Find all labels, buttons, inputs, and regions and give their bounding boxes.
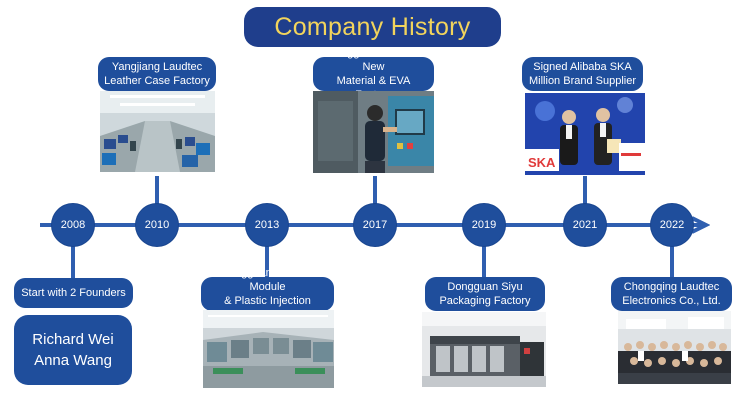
event-label-2021: Signed Alibaba SKA Million Brand Supplie… (522, 57, 643, 91)
year-node-2013: 2013 (246, 204, 288, 246)
event-label-2010: Yangjiang Laudtec Leather Case Factory (98, 57, 216, 91)
photo-injection-factory (203, 310, 334, 388)
photo-packaging-factory (422, 312, 546, 387)
year-node-2022: 2022 (651, 204, 693, 246)
photo-leather-factory (100, 91, 215, 172)
event-label-2017: Dongguan Laudtec New Material & EVA Fact… (313, 47, 434, 101)
founder-name: Richard Wei (32, 331, 114, 348)
year-node-2019: 2019 (463, 204, 505, 246)
stem-2017 (373, 176, 377, 206)
stem-2021 (583, 176, 587, 206)
year-node-2010: 2010 (136, 204, 178, 246)
photo-material-factory (313, 91, 434, 173)
founders-box: Richard Wei Anna Wang (14, 315, 132, 385)
photo-chongqing-team (618, 311, 731, 384)
founder-name: Anna Wang (34, 352, 112, 369)
year-node-2008: 2008 (52, 204, 94, 246)
stem-2013 (265, 246, 269, 277)
stem-2010 (155, 176, 159, 206)
photo-alibaba-ska: SKA (525, 93, 645, 175)
timeline-arrow-icon (691, 216, 710, 234)
event-label-2019: Dongguan Siyu Packaging Factory (425, 277, 545, 311)
event-label-2008: Start with 2 Founders (14, 278, 133, 308)
photo-banner-text: SKA (528, 155, 556, 170)
event-label-2013: Dongguan Laudtec Module & Plastic Inject… (201, 267, 334, 321)
year-node-2021: 2021 (564, 204, 606, 246)
stem-2008 (71, 246, 75, 278)
page-title: Company History (244, 7, 501, 47)
event-label-2022: Chongqing Laudtec Electronics Co., Ltd. (611, 277, 732, 311)
year-node-2017: 2017 (354, 204, 396, 246)
stem-2019 (482, 246, 486, 277)
stem-2022 (670, 246, 674, 277)
